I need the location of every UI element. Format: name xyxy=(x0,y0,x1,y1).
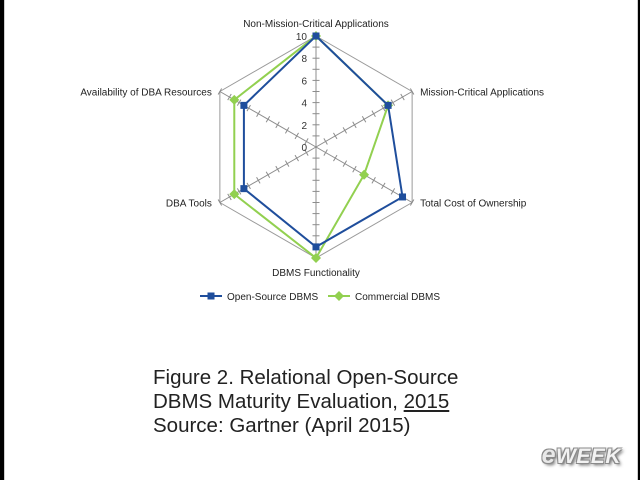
axis-label: Availability of DBA Resources xyxy=(80,88,212,99)
radar-tick-mark xyxy=(381,104,386,112)
radar-tick-mark xyxy=(381,182,386,190)
radar-tick-mark xyxy=(323,138,328,145)
radar-tick-mark xyxy=(284,160,290,167)
legend-marker xyxy=(207,292,215,300)
series-marker-square xyxy=(240,185,248,193)
radar-tick-mark xyxy=(371,110,376,117)
radar-tick-mark xyxy=(236,99,242,106)
radial-tick-label: 10 xyxy=(296,32,308,43)
radial-tick-label: 6 xyxy=(301,76,307,87)
series-marker-diamond xyxy=(311,253,321,263)
radar-chart: 0 2 4 6 8 10 Non-Mission-Critical Applications… xyxy=(80,19,544,303)
radar-tick-mark xyxy=(371,177,376,184)
radar-tick-mark xyxy=(409,199,415,206)
radar-tick-mark xyxy=(352,121,357,129)
caption-year: 2015 xyxy=(403,390,450,413)
radar-tick-mark xyxy=(390,99,396,106)
radar-tick-mark xyxy=(284,127,290,134)
radar-tick-mark xyxy=(390,188,396,195)
radar-tick-mark xyxy=(294,132,299,140)
caption-line-1: Figure 2. Relational Open-Source xyxy=(153,366,459,389)
eweek-watermark-logo: eWEEK xyxy=(541,441,621,469)
radar-tick-mark xyxy=(342,160,348,167)
legend-marker xyxy=(334,291,344,301)
slide-frame: 0 2 4 6 8 10 Non-Mission-Critical Applications… xyxy=(4,0,638,480)
radar-tick-mark xyxy=(304,149,309,156)
radar-tick-mark xyxy=(265,171,271,179)
figure-caption: Figure 2. Relational Open-Source DBMS Ma… xyxy=(153,366,458,438)
caption-line-2-text: DBMS Maturity Evaluation, xyxy=(153,390,398,413)
radar-tick-mark xyxy=(304,138,309,145)
radar-tick-mark xyxy=(246,182,251,190)
radar-tick-mark xyxy=(227,93,232,101)
caption-line-2: DBMS Maturity Evaluation, 2015 xyxy=(153,390,458,414)
radial-tick-label: 2 xyxy=(301,121,307,132)
radar-tick-mark xyxy=(294,154,299,162)
radial-tick-label: 8 xyxy=(301,54,307,65)
radar-tick-mark xyxy=(361,115,367,123)
series-marker-square xyxy=(312,243,320,251)
radar-tick-mark xyxy=(342,127,348,134)
radar-tick-mark xyxy=(256,110,261,117)
radial-tick-label: 4 xyxy=(301,99,307,110)
radar-tick-mark xyxy=(352,165,357,173)
axis-label: DBMS Functionality xyxy=(272,268,360,279)
series-marker-diamond xyxy=(359,169,370,180)
series-marker-square xyxy=(399,193,407,201)
series-marker-square xyxy=(240,101,248,109)
radar-tick-mark xyxy=(275,165,280,173)
radar-tick-mark xyxy=(256,177,261,184)
radar-tick-mark xyxy=(265,115,271,123)
axis-label: Mission-Critical Applications xyxy=(420,88,544,99)
legend-label: Commercial DBMS xyxy=(355,292,440,303)
radar-tick-mark xyxy=(227,193,232,201)
series-marker-square xyxy=(384,101,392,109)
series-marker-diamond xyxy=(229,189,240,200)
caption-line-3: Source: Gartner (April 2015) xyxy=(153,414,411,437)
radar-tick-mark xyxy=(217,199,223,206)
axis-label: DBA Tools xyxy=(166,199,212,210)
radar-tick-mark xyxy=(400,93,405,101)
radar-tick-mark xyxy=(236,188,242,195)
radial-tick-label: 0 xyxy=(301,143,307,154)
radar-tick-mark xyxy=(333,154,338,162)
radar-tick-mark xyxy=(275,121,280,129)
series-marker-diamond xyxy=(229,94,240,105)
legend-label: Open-Source DBMS xyxy=(227,292,318,303)
series-line xyxy=(242,34,404,249)
radar-tick-mark xyxy=(217,88,223,95)
axis-label: Non-Mission-Critical Applications xyxy=(243,19,389,30)
radar-tick-mark xyxy=(409,88,415,95)
series-marker-square xyxy=(312,32,320,40)
radar-tick-mark xyxy=(333,132,338,140)
radar-tick-mark xyxy=(323,149,328,156)
axis-label: Total Cost of Ownership xyxy=(420,199,527,210)
radar-tick-mark xyxy=(246,104,251,112)
